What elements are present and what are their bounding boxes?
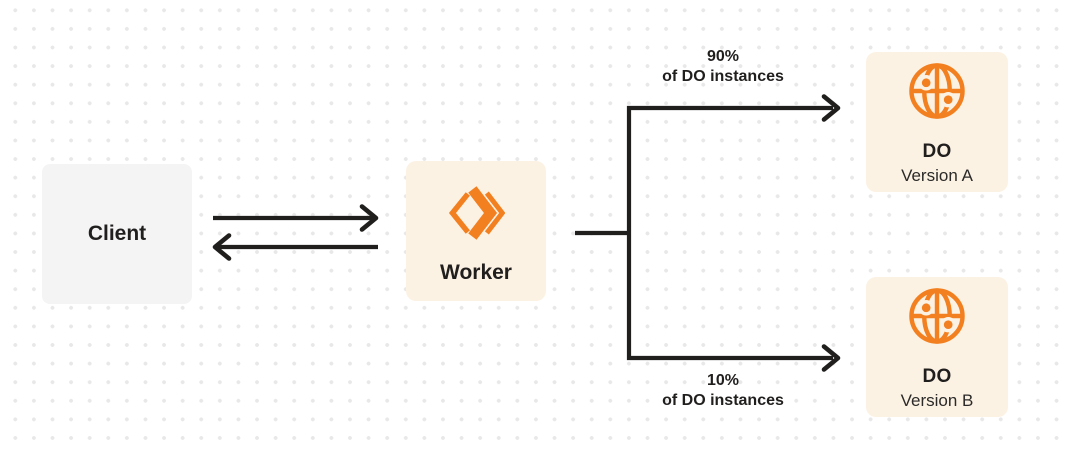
cloudflare-workers-logo-icon bbox=[448, 186, 505, 240]
worker-node-label: Worker bbox=[440, 261, 512, 284]
top-branch-label: 90% of DO instances bbox=[627, 47, 819, 87]
worker-node: Worker bbox=[406, 161, 546, 301]
do-version-a-title: DO bbox=[922, 141, 952, 162]
globe-icon bbox=[909, 63, 965, 119]
bottom-branch-caption: of DO instances bbox=[662, 392, 784, 409]
globe-icon bbox=[909, 288, 965, 344]
arrow-client-to-worker bbox=[213, 204, 379, 232]
do-version-a-node: DO Version A bbox=[866, 52, 1008, 192]
do-version-b-subtitle: Version B bbox=[900, 391, 974, 410]
client-node-label: Client bbox=[87, 222, 147, 245]
top-branch-percent: 90% bbox=[706, 48, 740, 65]
arrowhead-to-do-b-icon bbox=[821, 344, 841, 372]
client-node: Client bbox=[42, 164, 192, 304]
do-version-a-subtitle: Version A bbox=[901, 166, 973, 185]
bottom-branch-percent: 10% bbox=[706, 372, 740, 389]
top-branch-caption: of DO instances bbox=[662, 68, 784, 85]
arrowhead-right-icon bbox=[359, 204, 379, 232]
bottom-branch-label: 10% of DO instances bbox=[627, 371, 819, 411]
arrowhead-left-icon bbox=[212, 233, 232, 261]
arrowhead-to-do-a-icon bbox=[821, 94, 841, 122]
do-version-b-title: DO bbox=[922, 366, 952, 387]
do-version-b-node: DO Version B bbox=[866, 277, 1008, 417]
connector-branch-split bbox=[626, 94, 841, 372]
arrow-worker-to-client bbox=[212, 233, 378, 261]
